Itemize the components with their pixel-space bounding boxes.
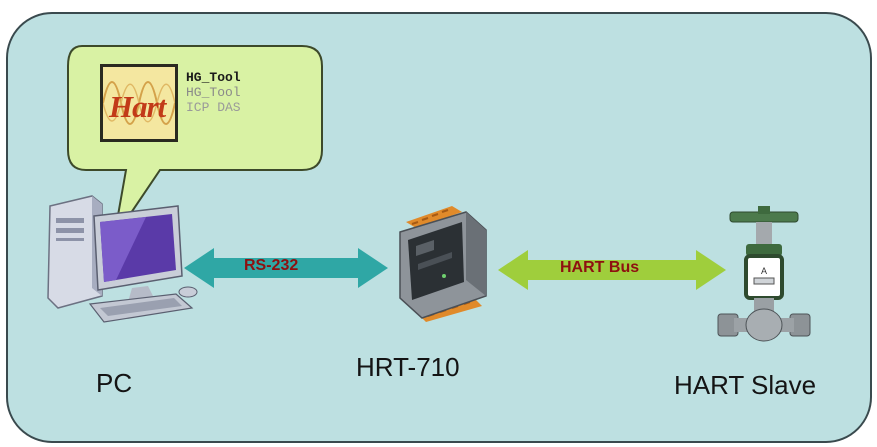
logo-text: Hart bbox=[109, 89, 166, 124]
converter-module-icon bbox=[399, 206, 487, 322]
computer-icon bbox=[47, 195, 198, 323]
app-name-line-2: HG_Tool bbox=[186, 85, 241, 100]
hart-logo-icon: Hart bbox=[100, 64, 178, 142]
software-info: HG_Tool HG_Tool ICP DAS bbox=[186, 70, 241, 115]
hart-bus-link-arrow bbox=[498, 250, 726, 290]
hart-bus-label: HART Bus bbox=[560, 259, 640, 276]
pc-label: PC bbox=[96, 368, 133, 398]
rs232-link-arrow bbox=[184, 248, 388, 288]
svg-text:A: A bbox=[761, 266, 767, 276]
control-valve-icon: A bbox=[717, 206, 811, 342]
app-name-line: HG_Tool bbox=[186, 70, 241, 85]
hrt710-label: HRT-710 bbox=[356, 352, 460, 382]
hart-slave-label: HART Slave bbox=[674, 370, 817, 400]
vendor-line: ICP DAS bbox=[186, 100, 241, 115]
rs232-label: RS-232 bbox=[244, 257, 299, 274]
